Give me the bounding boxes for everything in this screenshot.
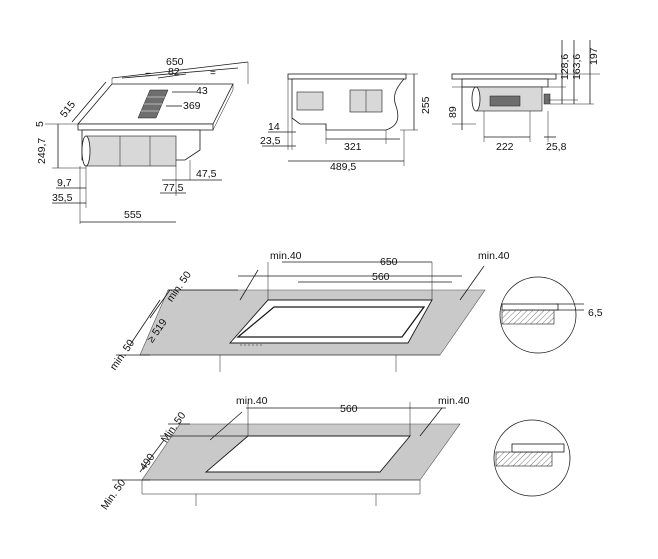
dim-197: 197: [588, 47, 600, 65]
flush-mount-view: min.40 650 min.40 560 min. 50 ≥ 519 min.…: [108, 250, 603, 373]
front-body: [461, 78, 549, 88]
dim-25-8: 25,8: [546, 141, 567, 153]
dim-515: 515: [58, 99, 78, 120]
side-view: 255 14 23,5 321 489,5: [260, 73, 432, 173]
dim-77-5: 77,5: [163, 182, 184, 194]
dim-min40-left-flush: min.40: [270, 250, 302, 262]
dim-43: 43: [196, 85, 208, 97]
dim-6-5: 6,5: [588, 307, 603, 319]
dim-82: 82: [168, 66, 180, 78]
dim-163-6: 163,6: [571, 54, 583, 80]
dim-47-5: 47,5: [196, 168, 217, 180]
dim-321: 321: [344, 141, 362, 153]
dim-650-flush: 650: [380, 256, 398, 268]
dim-min40-right-flush: min.40: [478, 250, 510, 262]
front-glass: [451, 73, 557, 80]
glass-edge: [77, 123, 214, 131]
recess-outer: [229, 299, 433, 344]
dim-489-5: 489,5: [330, 161, 356, 173]
dim-eq-right: =: [210, 68, 216, 79]
dim-min50-front-std: Min. 50: [99, 477, 129, 512]
perspective-view: 650 = = 82 43 369 515 5 249,7 9,7 35,5 4…: [34, 56, 249, 224]
dim-min40-right-std: min.40: [438, 395, 470, 407]
motor-block: [85, 135, 177, 167]
dim-89: 89: [447, 106, 459, 118]
dim-222: 222: [496, 141, 514, 153]
dim-255: 255: [420, 96, 432, 114]
dim-35-5: 35,5: [52, 192, 73, 204]
standard-mount-view: min.40 560 min.40 Min. 50 490 Min. 50: [99, 395, 571, 512]
dim-9-7: 9,7: [57, 177, 72, 189]
side-glass: [287, 73, 407, 80]
dim-555: 555: [124, 209, 142, 221]
dim-14: 14: [268, 121, 280, 133]
dim-23-5: 23,5: [260, 135, 281, 147]
dim-560-std: 560: [340, 403, 358, 415]
dim-369: 369: [183, 100, 201, 112]
front-view: 128,6 163,6 197 89 222 25,8: [447, 40, 600, 153]
dim-min40-left-std: min.40: [236, 395, 268, 407]
dim-650-top: 650: [166, 56, 184, 68]
dim-560-flush: 560: [372, 271, 390, 283]
dim-128-6: 128,6: [559, 54, 571, 80]
cutout-inner: [236, 306, 426, 338]
side-motor-left: [296, 91, 324, 111]
cutout-standard: [204, 435, 411, 473]
dim-5: 5: [34, 121, 46, 127]
dim-249-7: 249,7: [36, 138, 48, 164]
